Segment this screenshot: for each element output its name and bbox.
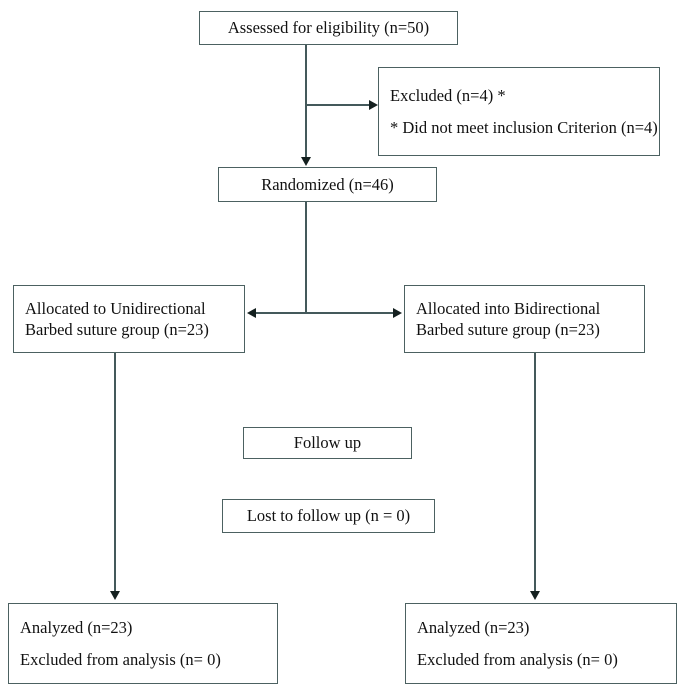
analyzed-right-line-1: Analyzed (n=23) [417,618,530,638]
connector-trunk-to-excluded [305,104,371,106]
arrowhead-allocated-right [393,308,402,318]
arrowhead-excluded [369,100,378,110]
allocated-right-line-1: Allocated into Bidirectional [416,298,601,318]
connector-assessed-to-randomized [305,44,307,158]
connector-randomized-to-split [305,201,307,313]
allocated-right-line-2: Barbed suture group (n=23) [416,320,600,339]
connector-split-right [305,312,393,314]
allocated-left-line-2: Barbed suture group (n=23) [25,320,209,339]
follow-up-label: Follow up [293,433,362,453]
analyzed-right-line-2: Excluded from analysis (n= 0) [417,649,618,669]
node-analyzed-right: Analyzed (n=23) Excluded from analysis (… [405,603,677,684]
node-lost-to-follow-up: Lost to follow up (n = 0) [222,499,435,533]
lost-follow-up-label: Lost to follow up (n = 0) [246,506,411,526]
connector-split-left [256,312,306,314]
arrowhead-analyzed-right [530,591,540,600]
node-allocated-bidirectional: Allocated into Bidirectional Barbed sutu… [404,285,645,353]
randomized-label: Randomized (n=46) [261,174,394,194]
analyzed-left-line-1: Analyzed (n=23) [20,618,133,638]
node-assessed-for-eligibility: Assessed for eligibility (n=50) [199,11,458,45]
excluded-line-1: Excluded (n=4) * [390,86,506,106]
connector-left-allocation-to-analyzed [114,352,116,592]
arrowhead-analyzed-left [110,591,120,600]
connector-right-allocation-to-analyzed [534,352,536,592]
node-randomized: Randomized (n=46) [218,167,437,202]
excluded-line-2: * Did not meet inclusion Criterion (n=4) [390,117,658,137]
node-follow-up: Follow up [243,427,412,459]
arrowhead-allocated-left [247,308,256,318]
node-allocated-unidirectional: Allocated to Unidirectional Barbed sutur… [13,285,245,353]
node-excluded: Excluded (n=4) * * Did not meet inclusio… [378,67,660,156]
analyzed-left-line-2: Excluded from analysis (n= 0) [20,649,221,669]
arrowhead-randomized [301,157,311,166]
node-analyzed-left: Analyzed (n=23) Excluded from analysis (… [8,603,278,684]
assessed-label: Assessed for eligibility (n=50) [227,18,430,38]
allocated-left-line-1: Allocated to Unidirectional [25,298,206,318]
